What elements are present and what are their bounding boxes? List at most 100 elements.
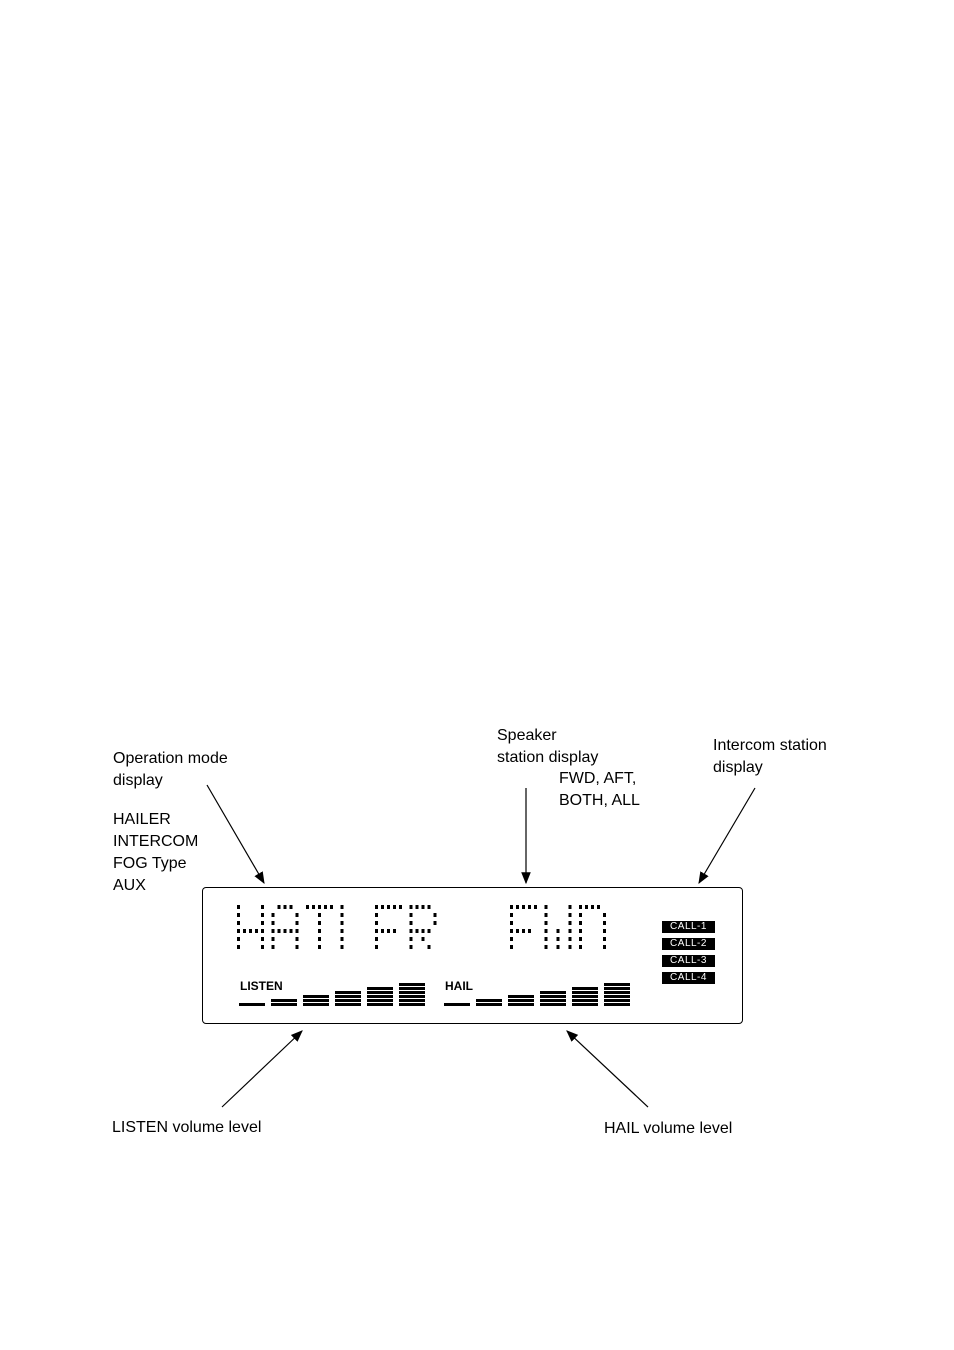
lcd-dot — [433, 921, 437, 925]
volume-bar — [271, 999, 297, 1002]
volume-bar — [572, 991, 598, 994]
lcd-dot — [516, 929, 519, 933]
lcd-dot — [528, 929, 531, 933]
lcd-dot — [409, 937, 413, 941]
operation-mode-list: HAILER INTERCOM FOG Type AUX — [113, 809, 198, 897]
mode-item-intercom: INTERCOM — [113, 833, 199, 850]
lcd-dot — [375, 929, 378, 933]
lcd-dot — [415, 929, 419, 933]
volume-bar — [399, 1003, 425, 1006]
lcd-dot — [544, 905, 548, 909]
lcd-dot — [375, 913, 378, 917]
lcd-dot — [568, 921, 572, 925]
volume-segment — [399, 982, 425, 1006]
lcd-dot — [579, 937, 582, 941]
call-4-badge: CALL-4 — [662, 972, 715, 984]
call-1-badge: CALL-1 — [662, 921, 715, 933]
lcd-dot — [603, 937, 606, 941]
lcd-dot — [409, 921, 413, 925]
volume-bar — [367, 987, 393, 990]
lcd-dot — [237, 913, 240, 917]
volume-segment — [239, 1002, 265, 1006]
lcd-dot — [318, 905, 321, 909]
lcd-dot — [324, 905, 327, 909]
lcd-dot — [289, 905, 293, 909]
volume-bar — [303, 995, 329, 998]
intercom-station-label-line1: Intercom station — [713, 737, 827, 754]
lcd-dot — [510, 945, 513, 949]
lcd-dot — [409, 905, 413, 909]
speaker-station-label: Speaker station display — [497, 725, 598, 769]
lcd-dot — [556, 929, 560, 933]
lcd-dot — [261, 913, 264, 917]
volume-bar — [572, 999, 598, 1002]
lcd-dot — [261, 937, 264, 941]
lcd-dot — [318, 921, 321, 925]
lcd-dot — [399, 905, 402, 909]
lcd-dot — [261, 921, 264, 925]
hail-volume-meter — [444, 970, 634, 1006]
lcd-dot — [295, 945, 299, 949]
lcd-dot — [603, 945, 606, 949]
volume-bar — [540, 995, 566, 998]
intercom-station-arrow — [698, 787, 756, 885]
lcd-dot — [415, 905, 419, 909]
volume-bar — [303, 999, 329, 1002]
lcd-dot — [603, 929, 606, 933]
volume-bar — [540, 991, 566, 994]
lcd-dot — [381, 929, 384, 933]
lcd-dot — [261, 905, 264, 909]
volume-bar — [508, 995, 534, 998]
lcd-dot — [522, 929, 525, 933]
listen-level-label: LISTEN — [240, 979, 283, 993]
volume-bar — [572, 987, 598, 990]
lcd-dot — [579, 921, 582, 925]
lcd-dot — [585, 905, 588, 909]
lcd-dot — [528, 905, 531, 909]
lcd-dot — [271, 937, 275, 941]
lcd-dot — [295, 913, 299, 917]
volume-bar — [303, 1003, 329, 1006]
intercom-station-label: Intercom station display — [713, 735, 827, 779]
hail-level-label: HAIL — [445, 979, 473, 993]
lcd-dot — [271, 945, 275, 949]
lcd-dot — [568, 905, 572, 909]
speaker-station-label-line2: station display — [497, 749, 599, 766]
lcd-dot — [375, 905, 378, 909]
lcd-dot — [243, 929, 246, 933]
lcd-dot — [340, 945, 344, 949]
lcd-dot — [318, 937, 321, 941]
volume-bar — [508, 1003, 534, 1006]
volume-bar — [239, 1003, 265, 1006]
call-3-badge: CALL-3 — [662, 955, 715, 967]
lcd-dot — [421, 905, 425, 909]
lcd-dot — [387, 929, 390, 933]
lcd-dot — [237, 937, 240, 941]
lcd-dot — [393, 905, 396, 909]
lcd-dot — [295, 937, 299, 941]
volume-segment — [540, 990, 566, 1006]
lcd-dot — [534, 905, 537, 909]
lcd-dot — [544, 945, 548, 949]
operation-mode-arrow — [206, 784, 265, 885]
volume-segment — [335, 990, 361, 1006]
volume-bar — [604, 991, 630, 994]
lcd-dot — [409, 913, 413, 917]
lcd-dot — [427, 945, 431, 949]
speaker-options-line2: BOTH, ALL — [559, 792, 640, 809]
lcd-dot — [340, 913, 344, 917]
lcd-dot — [271, 921, 275, 925]
hail-volume-arrow — [566, 1030, 649, 1108]
lcd-dot — [261, 945, 264, 949]
volume-segment — [508, 994, 534, 1006]
volume-segment — [271, 998, 297, 1006]
lcd-dot — [591, 905, 594, 909]
intercom-station-label-line2: display — [713, 759, 763, 776]
lcd-dot — [603, 913, 606, 917]
volume-bar — [476, 999, 502, 1002]
lcd-dot — [271, 929, 275, 933]
lcd-dot — [330, 905, 333, 909]
volume-bar — [335, 991, 361, 994]
lcd-dot — [597, 905, 600, 909]
lcd-dot — [409, 929, 413, 933]
